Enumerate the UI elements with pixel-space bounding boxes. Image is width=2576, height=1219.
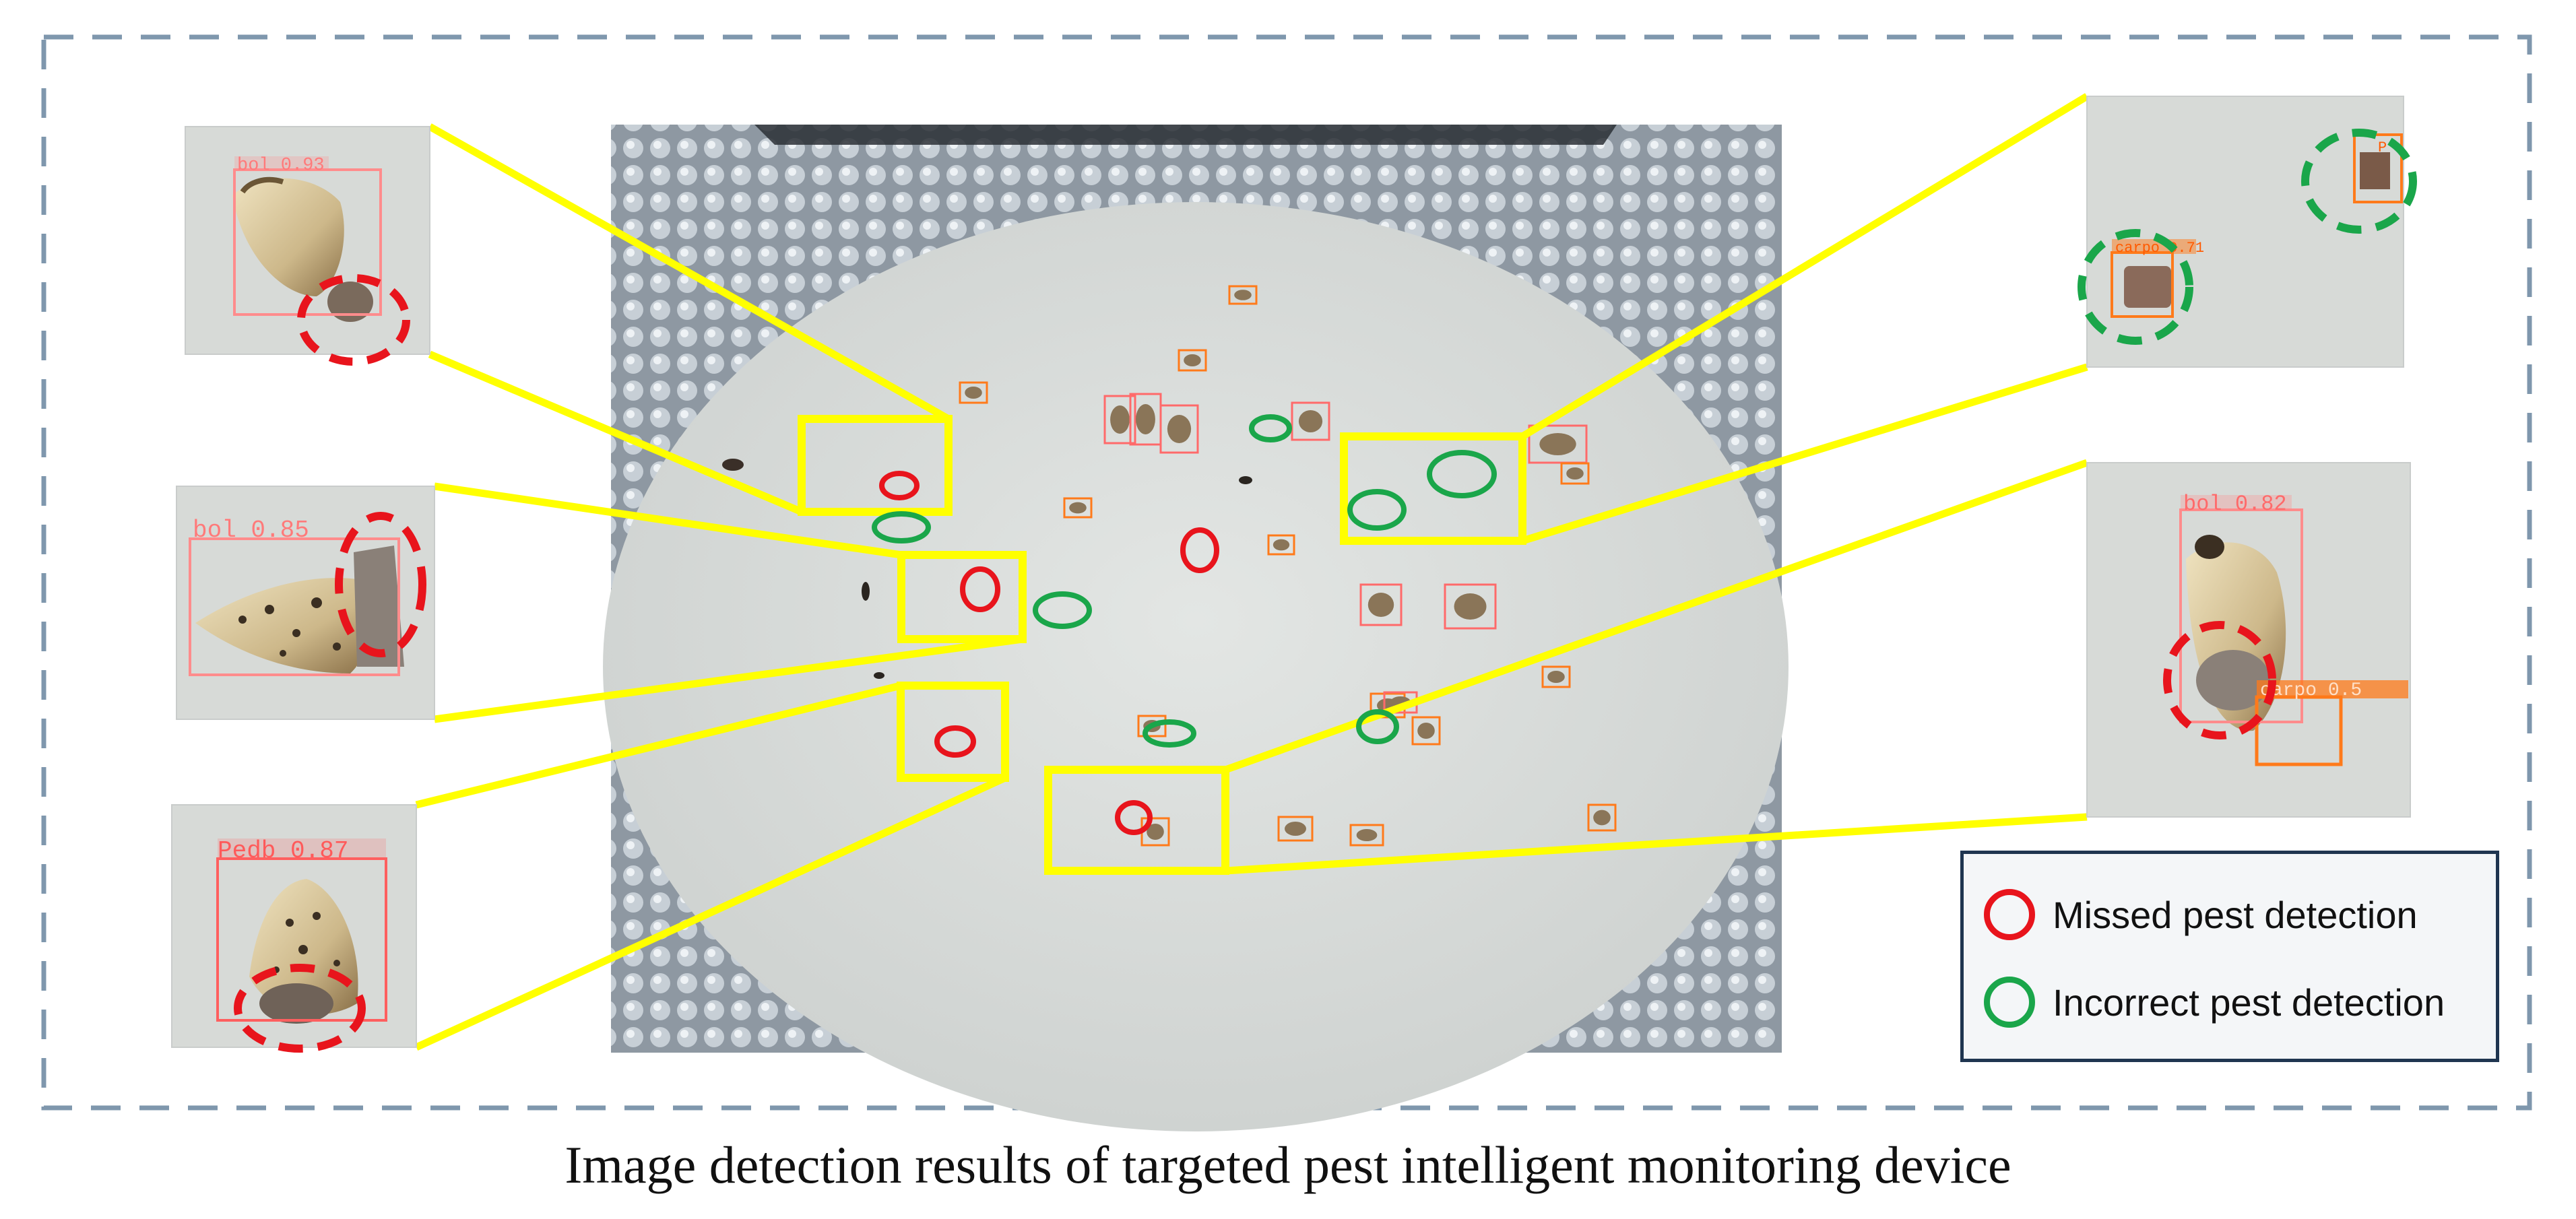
detection-box	[216, 857, 387, 1022]
board-insect	[1136, 404, 1155, 434]
board-insect	[1184, 354, 1201, 366]
trap-board	[603, 202, 1789, 1131]
dashed-frame	[41, 34, 2532, 1111]
board-insect	[1234, 290, 1252, 300]
legend: Missed pest detection Incorrect pest det…	[1960, 851, 2499, 1062]
board-insect	[1566, 467, 1584, 480]
board-insect	[1417, 723, 1435, 739]
incorrect-marker	[1356, 709, 1399, 744]
highlight-region-2	[897, 551, 1027, 643]
missed-marker	[960, 566, 1000, 612]
green-circle-icon	[1984, 977, 2035, 1028]
board-insect	[1593, 810, 1611, 826]
figure-caption: Image detection results of targeted pest…	[565, 1135, 2011, 1194]
board-detection-box	[1137, 715, 1167, 737]
moth-image	[195, 578, 372, 673]
board-detection-box	[959, 381, 988, 404]
incorrect-marker	[1142, 719, 1196, 748]
board-insect	[1273, 539, 1290, 551]
detection-box	[2179, 508, 2303, 723]
detection-tag: P	[2378, 139, 2387, 156]
board-detection-box	[1359, 583, 1403, 626]
detection-box	[233, 168, 382, 316]
board-detection-box	[1103, 395, 1136, 444]
detection-tag: carpo 0.5	[2260, 680, 2362, 701]
board-detection-box	[1267, 534, 1295, 556]
legend-item-missed: Missed pest detection	[1984, 881, 2418, 948]
board-detection-box	[1528, 424, 1588, 464]
board-insect	[1285, 822, 1306, 836]
stray-insect	[722, 459, 744, 471]
missed-marker	[297, 274, 410, 366]
incorrect-marker	[1033, 591, 1092, 629]
missed-marker	[879, 471, 920, 500]
board-detection-box	[1444, 583, 1497, 630]
callout-bottom-right: bol 0.82 carpo 0.5	[2086, 462, 2411, 818]
board-detection-box	[1277, 816, 1314, 842]
board-insect	[1547, 671, 1565, 683]
detection-box	[189, 537, 400, 676]
board-insect	[1147, 824, 1164, 840]
board-detection-box	[1349, 824, 1384, 847]
legend-item-incorrect: Incorrect pest detection	[1984, 968, 2445, 1036]
board-insect	[1110, 405, 1130, 434]
insect-image	[354, 546, 404, 667]
highlight-region-4	[1340, 432, 1526, 545]
missed-marker	[1180, 527, 1219, 573]
highlight-region-5	[1044, 766, 1229, 875]
callout-bottom-left: Pedb 0.87	[171, 804, 417, 1053]
detection-boxes	[959, 285, 1617, 847]
detection-tag: bol 0.85	[193, 517, 309, 544]
board-insect	[1454, 593, 1487, 620]
missed-marker	[934, 725, 976, 758]
incorrect-marker	[2301, 129, 2417, 234]
incorrect-marker	[2078, 229, 2193, 345]
detection-box	[2353, 133, 2403, 203]
callout-top-left: bol 0.93	[185, 126, 430, 366]
board-insect	[1069, 502, 1087, 514]
board-detection-box	[1159, 404, 1199, 454]
incorrect-marker	[1427, 450, 1497, 498]
legend-label-incorrect: Incorrect pest detection	[2053, 981, 2445, 1024]
board-detection-box	[1063, 497, 1093, 519]
highlight-region-1	[798, 415, 953, 516]
board-insect	[1298, 410, 1323, 432]
red-circle-icon	[1984, 889, 2035, 940]
board-detection-box	[1291, 401, 1330, 441]
legend-label-missed: Missed pest detection	[2053, 893, 2418, 936]
insect-image	[2124, 266, 2171, 308]
board-detection-box	[1541, 665, 1571, 688]
missed-marker	[2163, 621, 2276, 739]
board-detection-box	[1228, 285, 1258, 305]
board-detection-box	[1560, 462, 1590, 485]
callout-top-right: carpo 0.71 P	[2078, 96, 2417, 368]
incorrect-marker	[872, 511, 931, 543]
highlight-regions	[798, 415, 1526, 875]
connector-lines	[414, 93, 2089, 1051]
board-insect	[1356, 829, 1378, 841]
highlight-region-3	[897, 682, 1009, 782]
incorrect-marker	[1249, 414, 1292, 442]
missed-marker	[234, 964, 366, 1053]
missed-marker	[1115, 800, 1153, 835]
detection-tag: bol 0.93	[237, 156, 325, 176]
board-insect	[1539, 433, 1576, 455]
detection-tag: Pedb 0.87	[218, 837, 348, 865]
board-detection-box	[1411, 716, 1441, 746]
board-insect	[1167, 415, 1192, 443]
detection-tag: bol 0.82	[2183, 492, 2287, 517]
missed-marker	[335, 512, 426, 657]
trap-photo	[603, 125, 1789, 1131]
board-markers	[872, 414, 1497, 835]
callout-mid-left: bol 0.85	[176, 486, 435, 720]
board-insect	[1367, 593, 1394, 617]
board-detection-box	[1178, 349, 1207, 372]
incorrect-marker	[1347, 489, 1407, 531]
insect-image	[2360, 152, 2390, 189]
board-insect	[965, 387, 982, 399]
moth-image	[232, 178, 344, 296]
board-detection-box	[1587, 803, 1617, 832]
